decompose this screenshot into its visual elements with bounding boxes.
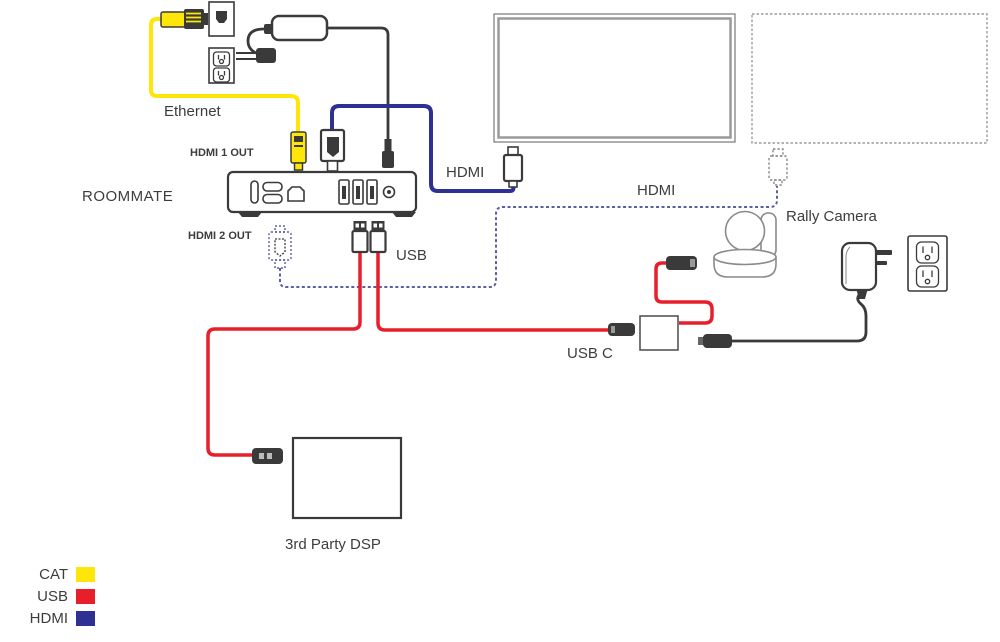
dsp-box xyxy=(291,436,403,520)
ac-plug xyxy=(256,48,276,63)
camera-power-connector xyxy=(698,334,732,348)
usb-cable-hub xyxy=(376,252,608,332)
usb-label: USB xyxy=(396,247,427,264)
hdmi-plug-icon xyxy=(274,238,286,257)
legend-swatch-usb xyxy=(76,589,95,604)
hdmi-display1-label: HDMI xyxy=(446,164,485,181)
device-foot xyxy=(392,212,416,217)
camera-usb-cable xyxy=(654,261,714,325)
legend-label-hdmi: HDMI xyxy=(29,610,68,627)
legend: CAT USB HDMI xyxy=(10,566,95,627)
hdmi-connector-display1 xyxy=(502,146,524,188)
power-outlet-right xyxy=(907,235,948,292)
hdmi-connector-display2-dashed xyxy=(768,148,788,186)
hdmi-port-2 xyxy=(262,193,283,204)
rj45-connector-roommate xyxy=(290,131,307,171)
usb-c-label: USB C xyxy=(567,345,613,362)
usb-cable-dsp xyxy=(206,252,362,457)
hdmi-cable-display2-dashed xyxy=(279,186,778,288)
legend-row-hdmi: HDMI xyxy=(10,610,95,627)
usb-port xyxy=(338,179,350,205)
device-foot xyxy=(238,212,262,217)
hdmi-port-vertical xyxy=(250,180,259,204)
usb-port xyxy=(352,179,364,205)
cat-cable xyxy=(149,17,300,133)
ethernet-port-icon xyxy=(287,186,305,202)
hdmi-1-out-label: HDMI 1 OUT xyxy=(190,147,254,159)
power-adapter-brick xyxy=(236,14,329,63)
power-outlet-left xyxy=(208,47,235,84)
camera-usb-connector xyxy=(666,256,697,270)
usb-port xyxy=(366,179,378,205)
hdmi-2-out-label: HDMI 2 OUT xyxy=(188,230,252,242)
plug-prong xyxy=(876,250,892,255)
display-2-optional xyxy=(751,13,988,144)
roommate-power-cable xyxy=(327,26,390,140)
rally-camera-label: Rally Camera xyxy=(786,208,877,225)
usb-c-connector xyxy=(608,323,635,336)
display-1 xyxy=(493,13,736,143)
usb-a-connector xyxy=(351,221,369,254)
dc-barrel-connector xyxy=(382,139,394,168)
hdmi-cable-display1 xyxy=(330,104,516,193)
hdmi1-connector xyxy=(319,128,346,172)
power-adapter-camera xyxy=(840,241,892,299)
camera-power-cable xyxy=(732,293,868,343)
plug-prong xyxy=(876,261,887,265)
ethernet-label: Ethernet xyxy=(164,103,221,120)
ethernet-wall-jack xyxy=(208,1,235,37)
usb-c-hub-box xyxy=(639,315,679,351)
legend-label-cat: CAT xyxy=(39,566,68,583)
ethernet-jack-icon xyxy=(216,11,227,23)
legend-label-usb: USB xyxy=(37,588,68,605)
rj45-ethernet-connector xyxy=(160,9,208,29)
legend-row-cat: CAT xyxy=(10,566,95,583)
legend-swatch-cat xyxy=(76,567,95,582)
dsp-usb-connector xyxy=(252,448,283,464)
legend-row-usb: USB xyxy=(10,588,95,605)
roommate-label: ROOMMATE xyxy=(82,188,174,205)
dsp-label: 3rd Party DSP xyxy=(285,536,381,553)
legend-swatch-hdmi xyxy=(76,611,95,626)
hdmi-port-1 xyxy=(262,181,283,192)
hdmi-display2-label: HDMI xyxy=(637,182,676,199)
hdmi2-dashed-connector xyxy=(268,225,292,269)
rally-camera xyxy=(713,210,777,278)
roommate-device xyxy=(226,170,418,217)
hdmi-plug-icon xyxy=(327,137,339,157)
camera-head xyxy=(724,210,766,252)
usb-a-connector xyxy=(369,221,387,254)
